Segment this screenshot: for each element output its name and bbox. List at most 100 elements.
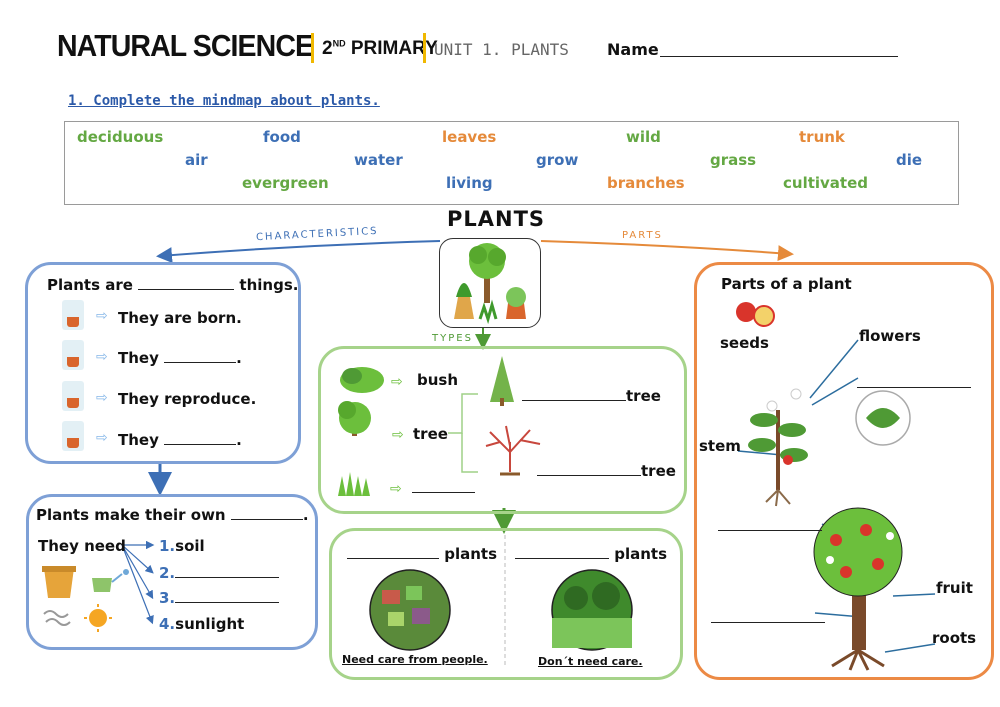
plant-kind-suffix: plants — [614, 545, 668, 563]
word-bank-word: grow — [536, 151, 579, 169]
tree-type-blank[interactable] — [537, 475, 641, 476]
arrow-right-icon: ⇨ — [391, 374, 403, 390]
needs-box — [26, 494, 318, 650]
need-item: 3. — [159, 589, 280, 607]
part-crown-blank[interactable] — [718, 516, 822, 531]
word-bank-word: trunk — [799, 128, 845, 146]
they-need-label: They need — [38, 537, 126, 555]
seed-pot-icon — [62, 300, 84, 330]
types-box — [318, 346, 687, 514]
word-bank-word: air — [185, 151, 208, 169]
worksheet-title: NATURAL SCIENCE — [57, 28, 314, 63]
word-bank-word: water — [354, 151, 403, 169]
types-images — [338, 356, 541, 496]
characteristic-blank[interactable] — [164, 444, 237, 445]
name-field[interactable] — [660, 42, 898, 57]
characteristics-box — [25, 262, 301, 464]
word-bank-word: deciduous — [77, 128, 164, 146]
tree-type-blank[interactable] — [522, 400, 626, 401]
plant-kind-suffix: plants — [444, 545, 498, 563]
make-own-line: Plants make their own . — [36, 506, 309, 524]
flower-pot-icon — [62, 381, 84, 411]
part-leaf-blank[interactable] — [857, 373, 971, 388]
type-tree: tree — [413, 425, 448, 443]
wilted-pot-icon — [62, 421, 84, 451]
need-word: sunlight — [175, 615, 245, 633]
parts-title: Parts of a plant — [721, 275, 852, 293]
word-bank-word: branches — [607, 174, 685, 192]
parts-label: PARTS — [622, 230, 663, 241]
part-trunk-blank[interactable] — [711, 608, 825, 623]
word-bank: deciduous food leaves wild trunk air wat… — [64, 121, 959, 205]
word-bank-word: food — [263, 128, 301, 146]
word-bank-word: wild — [626, 128, 661, 146]
arrow-right-icon: ⇨ — [96, 390, 108, 406]
characteristic-item: They reproduce. — [118, 390, 257, 408]
mindmap-title: PLANTS — [447, 207, 546, 231]
make-own-blank[interactable] — [230, 519, 303, 520]
type-blank[interactable] — [412, 480, 475, 493]
tree-type-suffix: tree — [626, 387, 661, 405]
arrow-right-icon: ⇨ — [96, 430, 108, 446]
plants-image — [439, 238, 541, 328]
characteristic-blank[interactable] — [164, 362, 237, 363]
grade-divider — [423, 33, 426, 63]
need-number: 3. — [159, 589, 176, 607]
characteristic-item: They . — [118, 349, 242, 367]
need-item: 4.sunlight — [159, 615, 244, 633]
types-label: TYPES — [432, 333, 473, 344]
plants-are-suffix: things. — [239, 276, 299, 294]
title-divider — [311, 33, 314, 63]
need-number: 2. — [159, 564, 176, 582]
arrow-right-icon: ⇨ — [96, 308, 108, 324]
grade-suffix: ND — [332, 38, 346, 49]
part-flowers: flowers — [859, 327, 921, 345]
need-blank[interactable] — [175, 577, 280, 578]
tree-type-evergreen: tree — [522, 387, 661, 405]
need-number: 4. — [159, 615, 176, 633]
word-bank-word: living — [446, 174, 493, 192]
plant-kind-right: plants — [515, 545, 667, 563]
plant-kinds-box — [329, 528, 683, 680]
word-bank-word: evergreen — [242, 174, 329, 192]
make-own-prefix: Plants make their own — [36, 506, 226, 524]
make-own-period: . — [302, 506, 309, 524]
plant-kinds-images — [369, 569, 633, 651]
plant-kind-caption: Don´t need care. — [538, 655, 643, 668]
plants-are-blank[interactable] — [138, 289, 235, 290]
tree-type-suffix: tree — [641, 462, 676, 480]
plants-are-prefix: Plants are — [47, 276, 133, 294]
grade-label: 2ND PRIMARY — [322, 38, 438, 60]
characteristic-period: . — [236, 349, 242, 367]
plants-are-line: Plants are things. — [47, 276, 298, 294]
need-blank[interactable] — [175, 602, 280, 603]
characteristic-text: They — [118, 431, 159, 449]
type-bush: bush — [417, 371, 459, 389]
part-stem: stem — [699, 437, 741, 455]
need-item: 1.soil — [159, 537, 205, 555]
part-roots: roots — [932, 629, 977, 647]
arrow-right-icon: ⇨ — [96, 349, 108, 365]
grade-number: 2 — [322, 38, 333, 59]
plant-kind-blank[interactable] — [347, 558, 439, 559]
need-item: 2. — [159, 564, 280, 582]
unit-label: UNIT 1. PLANTS — [434, 40, 569, 59]
characteristic-text: They — [118, 349, 159, 367]
arrow-right-icon: ⇨ — [392, 427, 404, 443]
plant-kind-blank[interactable] — [515, 558, 609, 559]
grade-word: PRIMARY — [350, 38, 438, 59]
plant-kind-left: plants — [347, 545, 497, 563]
parts-images — [736, 302, 911, 671]
plant-kind-caption: Need care from people. — [342, 653, 488, 666]
part-seeds: seeds — [720, 334, 769, 352]
word-bank-word: leaves — [442, 128, 497, 146]
part-fruit: fruit — [936, 579, 973, 597]
arrow-right-icon: ⇨ — [390, 481, 402, 497]
word-bank-word: die — [896, 151, 923, 169]
name-label: Name — [607, 40, 659, 59]
word-bank-word: cultivated — [783, 174, 869, 192]
instruction: 1. Complete the mindmap about plants. — [68, 93, 380, 109]
need-number: 1. — [159, 537, 176, 555]
need-word: soil — [175, 537, 205, 555]
